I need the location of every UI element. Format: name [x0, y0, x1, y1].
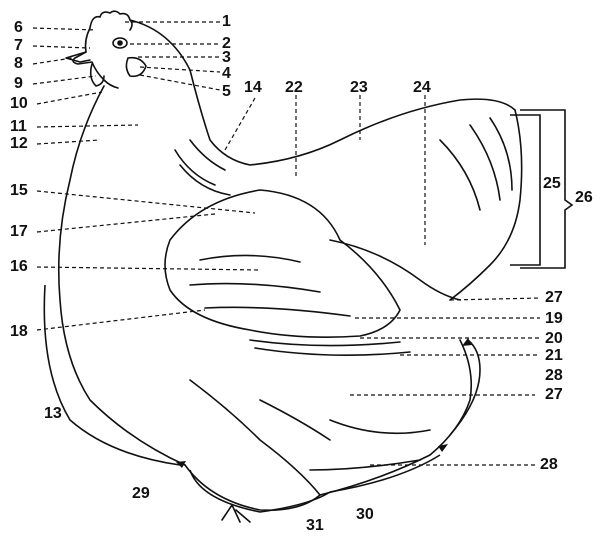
callout-19: 19	[545, 311, 563, 327]
callout-15: 15	[10, 183, 28, 199]
callout-27-upper: 27	[545, 290, 563, 306]
callout-26: 26	[575, 190, 593, 206]
callout-20: 20	[545, 331, 563, 347]
callout-31: 31	[306, 518, 324, 534]
callout-3: 3	[222, 50, 231, 66]
callout-16: 16	[10, 259, 28, 275]
underbody	[185, 340, 471, 510]
callout-6: 6	[14, 20, 23, 36]
comb	[90, 11, 132, 30]
callout-18: 18	[10, 324, 28, 340]
callout-25: 25	[543, 176, 561, 192]
neck-back	[130, 20, 515, 165]
callout-7: 7	[14, 38, 23, 54]
callout-11: 11	[10, 119, 27, 135]
callout-28-right: 28	[545, 368, 563, 384]
callout-27-lower: 27	[545, 387, 563, 403]
callout-12: 12	[10, 136, 28, 152]
callout-14: 14	[244, 80, 262, 96]
wing-outline	[165, 190, 400, 337]
callout-28-lower: 28	[540, 457, 558, 473]
foot	[222, 505, 250, 522]
head-outline	[73, 28, 118, 88]
callout-8: 8	[14, 56, 23, 72]
callout-22: 22	[285, 80, 303, 96]
callout-13: 13	[44, 406, 62, 422]
callout-30: 30	[356, 507, 374, 523]
tail	[450, 110, 522, 300]
wattle	[91, 64, 104, 86]
callout-9: 9	[14, 76, 23, 92]
callout-10: 10	[10, 96, 28, 112]
callout-5: 5	[222, 84, 231, 100]
callout-17: 17	[10, 224, 28, 240]
callout-24: 24	[413, 80, 431, 96]
callout-29: 29	[132, 486, 150, 502]
callout-23: 23	[350, 80, 368, 96]
callout-4: 4	[222, 66, 231, 82]
callout-1: 1	[222, 14, 231, 30]
callout-21: 21	[545, 348, 563, 364]
